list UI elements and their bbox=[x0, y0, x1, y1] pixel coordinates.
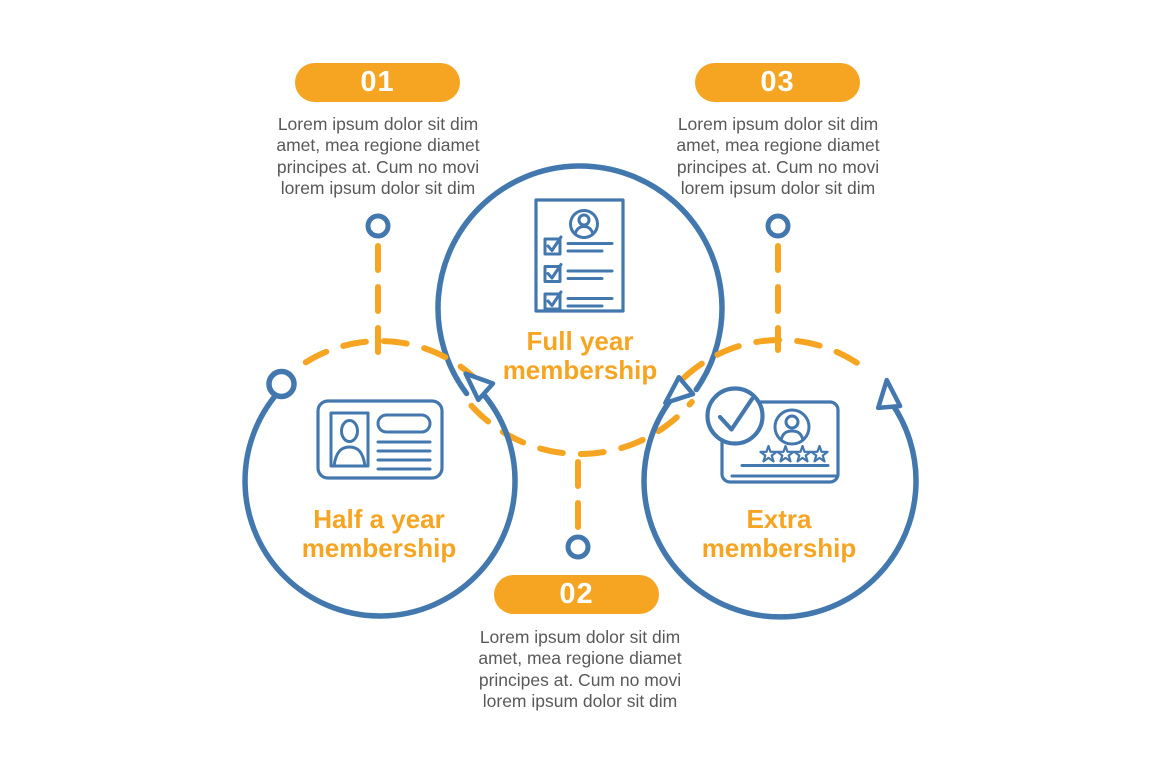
dashed-arc bbox=[468, 398, 695, 457]
checkmark-badge-icon bbox=[705, 386, 765, 446]
membership-checklist-icon bbox=[534, 198, 625, 313]
checkbox-row bbox=[543, 263, 614, 283]
circle-outline bbox=[641, 394, 919, 620]
dashed-arc bbox=[680, 336, 864, 381]
connector-dot bbox=[565, 534, 591, 560]
dashed-arc bbox=[302, 338, 477, 380]
connector-step-03 bbox=[765, 213, 791, 353]
circle-outline bbox=[435, 163, 725, 397]
text-lines bbox=[376, 440, 432, 471]
step-description-03: Lorem ipsum dolor sit dim amet, mea regi… bbox=[676, 114, 880, 198]
step-description-02: Lorem ipsum dolor sit dim amet, mea regi… bbox=[478, 627, 682, 711]
step-description-01: Lorem ipsum dolor sit dim amet, mea regi… bbox=[276, 114, 480, 198]
step-badge-02: 02 bbox=[494, 575, 659, 614]
circle-label-extra: Extra membership bbox=[701, 504, 857, 563]
connector-dot bbox=[765, 213, 791, 239]
document-outline bbox=[534, 198, 625, 313]
avatar-icon bbox=[773, 408, 811, 446]
text-lines bbox=[730, 464, 838, 478]
photo-portrait-icon bbox=[329, 411, 370, 468]
card-outline bbox=[316, 399, 444, 480]
avatar-icon bbox=[569, 209, 599, 239]
circle-label-full-year: Full year membership bbox=[502, 326, 658, 385]
id-card-icon bbox=[316, 399, 444, 480]
circle-outline bbox=[242, 382, 518, 619]
connector-step-02 bbox=[565, 459, 591, 560]
premium-card-icon bbox=[705, 386, 840, 484]
arrowhead-icon bbox=[876, 379, 900, 408]
circle-half-year bbox=[242, 338, 518, 619]
circle-label-half-year: Half a year membership bbox=[301, 504, 457, 563]
loop-start-ring bbox=[266, 368, 297, 400]
circle-extra bbox=[641, 336, 919, 620]
circle-full-year bbox=[435, 163, 725, 457]
name-field bbox=[376, 413, 432, 434]
step-badge-03: 03 bbox=[695, 63, 860, 102]
checkbox-row bbox=[543, 290, 614, 311]
connector-step-01 bbox=[365, 213, 391, 355]
checkbox-row bbox=[543, 235, 614, 256]
connector-dot bbox=[365, 213, 391, 239]
star-rating-icon bbox=[759, 444, 829, 463]
step-badge-01: 01 bbox=[295, 63, 460, 102]
